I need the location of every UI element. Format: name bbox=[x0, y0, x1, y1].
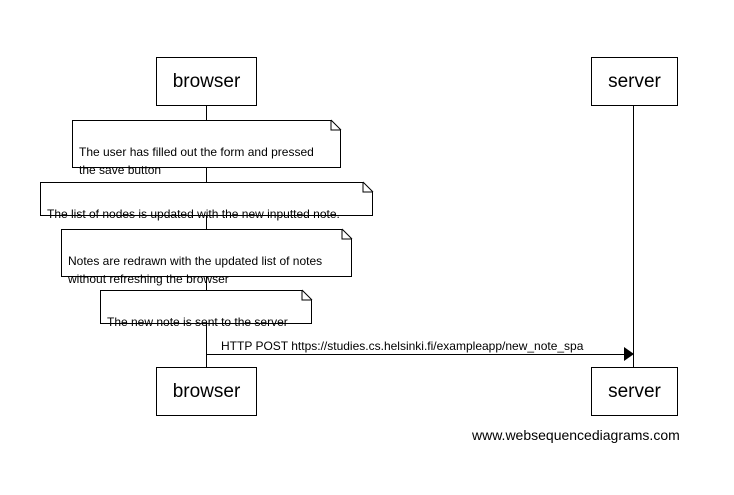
note-fold-icon bbox=[330, 119, 342, 131]
browser-actor-label: browser bbox=[172, 70, 241, 92]
server-actor-top: server bbox=[591, 57, 678, 106]
note-text: The user has filled out the form and pre… bbox=[79, 145, 314, 177]
note-fold-icon bbox=[362, 181, 374, 193]
note-fold-icon bbox=[341, 228, 353, 240]
browser-actor-bottom: browser bbox=[156, 367, 257, 416]
note-text: The new note is sent to the server bbox=[107, 315, 288, 329]
server-actor-label: server bbox=[608, 380, 661, 402]
http-post-message-label: HTTP POST https://studies.cs.helsinki.fi… bbox=[221, 339, 584, 353]
note-list-updated: The list of nodes is updated with the ne… bbox=[40, 181, 374, 221]
note-text: The list of nodes is updated with the ne… bbox=[47, 207, 340, 221]
note-sent-to-server: The new note is sent to the server bbox=[100, 289, 313, 329]
http-post-message-arrow bbox=[206, 354, 624, 355]
arrowhead-icon bbox=[624, 347, 634, 361]
server-actor-bottom: server bbox=[591, 367, 678, 416]
browser-actor-label: browser bbox=[172, 380, 241, 402]
note-text: Notes are redrawn with the updated list … bbox=[68, 254, 323, 286]
server-actor-label: server bbox=[608, 70, 661, 92]
note-fold-icon bbox=[301, 289, 313, 301]
server-lifeline bbox=[633, 105, 634, 368]
note-form-submitted: The user has filled out the form and pre… bbox=[72, 119, 342, 177]
note-notes-redrawn: Notes are redrawn with the updated list … bbox=[61, 228, 353, 286]
watermark-text: www.websequencediagrams.com bbox=[472, 427, 680, 443]
browser-actor-top: browser bbox=[156, 57, 257, 106]
